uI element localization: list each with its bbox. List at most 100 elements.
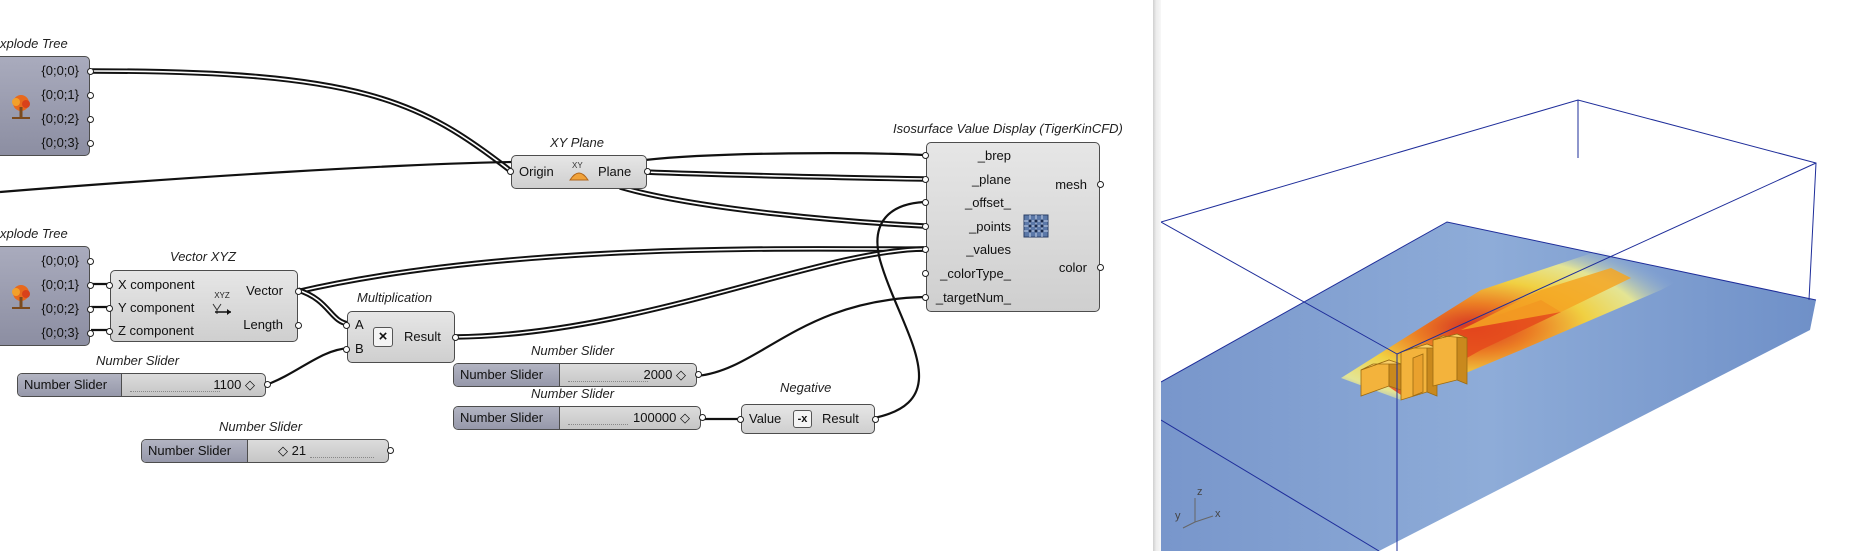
input-grip[interactable] xyxy=(922,294,929,301)
output-grip[interactable] xyxy=(699,414,706,421)
origin-input-label: Origin xyxy=(519,164,554,179)
explode-tree-component[interactable]: {0;0;0} {0;0;1} {0;0;2} {0;0;3} xyxy=(0,246,94,346)
multiply-icon: × xyxy=(373,327,393,347)
isosurface-component[interactable]: _brep _plane _offset_ _points _values _c… xyxy=(922,142,1104,312)
slider-track[interactable] xyxy=(130,379,220,392)
input-grip[interactable] xyxy=(922,223,929,230)
input-grip[interactable] xyxy=(507,168,514,175)
negative-component[interactable]: Value -x Result xyxy=(737,404,879,434)
output-grip[interactable] xyxy=(644,168,651,175)
number-slider-2000[interactable]: Number Slider 2000 ◇ xyxy=(453,363,702,387)
output-grip[interactable] xyxy=(872,416,879,423)
length-output-label: Length xyxy=(243,317,283,332)
tree-icon xyxy=(7,283,35,311)
output-grip[interactable] xyxy=(87,140,94,147)
slider-label: Number Slider xyxy=(454,407,560,429)
wire xyxy=(0,160,513,194)
output-grip[interactable] xyxy=(87,306,94,313)
wire xyxy=(644,152,925,162)
output-port-label: {0;0;2} xyxy=(41,111,79,126)
output-grip[interactable] xyxy=(387,447,394,454)
plane-output-label: Plane xyxy=(598,164,632,179)
output-grip[interactable] xyxy=(295,288,302,295)
output-grip[interactable] xyxy=(1097,181,1104,188)
output-grip[interactable] xyxy=(264,381,271,388)
y-component-label: Y component xyxy=(118,300,195,315)
output-grip[interactable] xyxy=(87,330,94,337)
negative-icon: -x xyxy=(793,410,812,428)
a-input-label: A xyxy=(355,317,364,332)
xyz-vector-icon: XYZ xyxy=(209,291,235,317)
output-port-label: {0;0;3} xyxy=(41,325,79,340)
number-slider-21[interactable]: Number Slider ◇ 21 xyxy=(141,439,394,463)
wire xyxy=(454,246,925,340)
slider-value: 1100 ◇ xyxy=(213,377,255,392)
vector-output-label: Vector xyxy=(246,283,283,298)
slider-track[interactable] xyxy=(568,369,648,382)
input-grip[interactable] xyxy=(343,322,350,329)
targetnum-input-label: _targetNum_ xyxy=(935,290,1011,305)
result-output-label: Result xyxy=(404,329,441,344)
output-grip[interactable] xyxy=(87,68,94,75)
output-port-label: {0;0;1} xyxy=(41,277,79,292)
number-slider-1100[interactable]: Number Slider 1100 ◇ xyxy=(17,373,271,397)
output-grip[interactable] xyxy=(452,334,459,341)
slider-label: Number Slider xyxy=(18,374,122,396)
input-grip[interactable] xyxy=(106,305,113,312)
isosurface-title: Isosurface Value Display (TigerKinCFD) xyxy=(893,121,1123,136)
output-grip[interactable] xyxy=(87,92,94,99)
x-component-label: X component xyxy=(118,277,195,292)
output-port-label: {0;0;0} xyxy=(41,253,79,268)
explode-tree-title: xplode Tree xyxy=(0,36,68,51)
offset-input-label: _offset_ xyxy=(964,195,1011,210)
wire xyxy=(295,248,925,293)
grasshopper-canvas[interactable]: xplode Tree {0;0;0} {0;0;1} {0;0;2} {0;0… xyxy=(0,0,1153,551)
b-input-label: B xyxy=(355,341,364,356)
xy-plane-icon: XY xyxy=(567,160,591,184)
z-component-label: Z component xyxy=(118,323,194,338)
input-grip[interactable] xyxy=(922,270,929,277)
xy-plane-component[interactable]: Origin XY Plane xyxy=(507,155,651,189)
multiplication-component[interactable]: A B × Result xyxy=(343,311,459,363)
number-slider-100000[interactable]: Number Slider 100000 ◇ xyxy=(453,406,706,430)
input-grip[interactable] xyxy=(922,246,929,253)
xy-plane-title: XY Plane xyxy=(550,135,604,150)
slider-track[interactable] xyxy=(310,445,374,458)
slider-value: 100000 ◇ xyxy=(633,410,690,425)
panel-divider[interactable] xyxy=(1153,0,1161,551)
wire xyxy=(619,186,925,227)
output-grip[interactable] xyxy=(87,116,94,123)
slider-track[interactable] xyxy=(568,412,628,425)
axis-label-z: z xyxy=(1197,486,1203,498)
input-grip[interactable] xyxy=(106,328,113,335)
multiplication-title: Multiplication xyxy=(357,290,433,305)
points-grid-icon xyxy=(1023,214,1049,238)
output-port-label: {0;0;1} xyxy=(41,87,79,102)
output-grip[interactable] xyxy=(695,371,702,378)
vector-xyz-component[interactable]: X component Y component Z component XYZ … xyxy=(106,270,302,342)
rhino-viewport[interactable]: z x y xyxy=(1161,0,1852,551)
input-grip[interactable] xyxy=(737,416,744,423)
input-grip[interactable] xyxy=(922,152,929,159)
ground-plane xyxy=(1161,222,1816,551)
values-input-label: _values xyxy=(966,242,1011,257)
output-grip[interactable] xyxy=(87,282,94,289)
slider-value: 2000 ◇ xyxy=(643,367,686,382)
bounding-box xyxy=(1161,99,1817,551)
output-grip[interactable] xyxy=(295,322,302,329)
vector-xyz-title: Vector XYZ xyxy=(170,249,236,264)
output-grip[interactable] xyxy=(1097,264,1104,271)
input-grip[interactable] xyxy=(106,282,113,289)
axis-label-y: y xyxy=(1175,510,1181,522)
plane-input-label: _plane xyxy=(971,172,1011,187)
explode-tree-component[interactable]: {0;0;0} {0;0;1} {0;0;2} {0;0;3} xyxy=(0,56,94,156)
viewport-scene xyxy=(1161,99,1817,551)
input-grip[interactable] xyxy=(922,199,929,206)
input-grip[interactable] xyxy=(922,176,929,183)
points-input-label: _points xyxy=(969,219,1011,234)
input-grip[interactable] xyxy=(343,346,350,353)
output-port-label: {0;0;0} xyxy=(41,63,79,78)
wire xyxy=(265,346,350,387)
svg-text:XY: XY xyxy=(572,161,583,170)
output-grip[interactable] xyxy=(87,258,94,265)
